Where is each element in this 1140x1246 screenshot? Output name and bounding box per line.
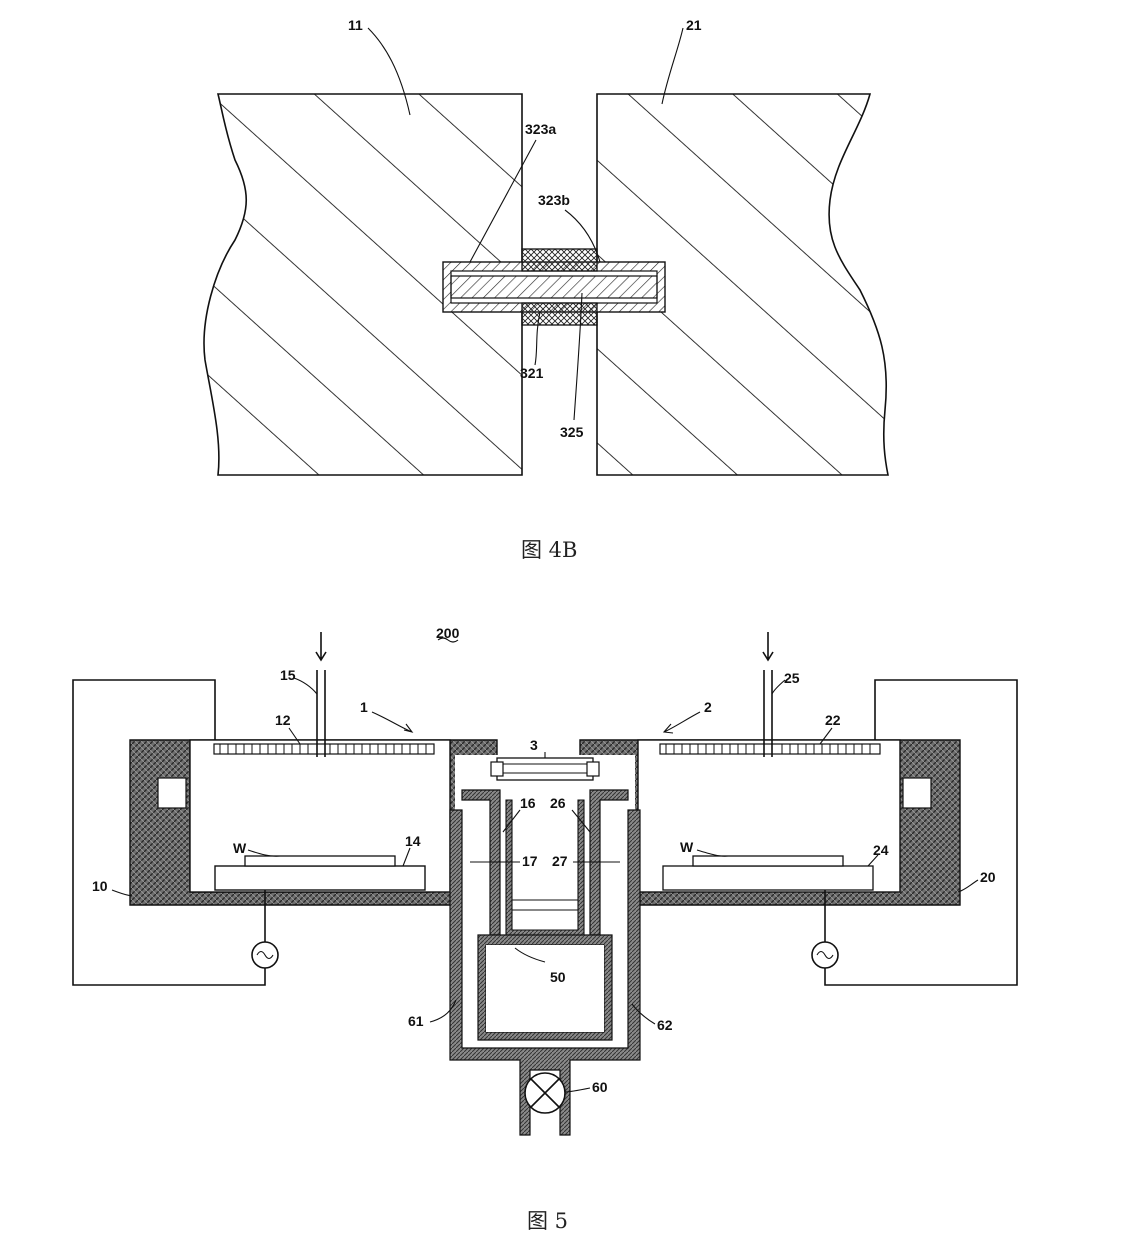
label-w2: W (680, 839, 694, 855)
gas-inlet-15 (316, 670, 326, 757)
stage-14 (214, 865, 426, 891)
label-10: 10 (92, 878, 108, 894)
rf-circuit-left (72, 679, 266, 986)
label-20: 20 (980, 869, 996, 885)
leader-w1 (247, 849, 281, 857)
leader-60 (564, 1087, 591, 1093)
label-22: 22 (825, 712, 841, 728)
leader-62 (631, 1003, 656, 1025)
showerhead-12 (213, 743, 435, 755)
leader-321 (534, 311, 541, 366)
chamber-1-window (157, 777, 187, 809)
arrow-2-icon (662, 711, 701, 734)
arrow-1-icon (371, 711, 414, 733)
label-3: 3 (530, 737, 538, 753)
gas-inlet-25-arrow (762, 632, 774, 662)
leader-325 (573, 292, 583, 421)
gas-inlet-15-arrow (315, 632, 327, 662)
leader-14 (402, 847, 411, 867)
label-11: 11 (348, 17, 363, 33)
label-2: 2 (704, 699, 712, 715)
label-26: 26 (550, 795, 566, 811)
leader-11 (367, 27, 411, 116)
label-16: 16 (520, 795, 536, 811)
caption-5: 图 5 (527, 1209, 568, 1233)
gas-inlet-25 (763, 670, 773, 757)
label-w1: W (233, 840, 247, 856)
block-11 (203, 93, 523, 476)
leader-20 (957, 879, 979, 893)
label-61: 61 (408, 1013, 424, 1029)
figure-5: 200 1 2 3 15 25 12 22 W W 14 24 10 20 16… (72, 625, 1018, 1233)
label-200: 200 (436, 625, 460, 641)
label-14: 14 (405, 833, 421, 849)
lower-sleeve-321 (521, 302, 598, 326)
valve-cross-icon (530, 1078, 560, 1108)
leader-21 (661, 27, 684, 105)
chamber-2-window (902, 777, 932, 809)
leader-24 (867, 854, 879, 867)
leader-16 (502, 809, 521, 833)
showerhead-22 (659, 743, 881, 755)
ac-wave-left-icon (256, 950, 274, 960)
block-21 (596, 93, 889, 476)
label-323a: 323a (525, 121, 556, 137)
leader-15 (293, 677, 318, 695)
leader-26 (571, 809, 591, 833)
label-17: 17 (522, 853, 538, 869)
leader-323a (469, 139, 537, 263)
leader-10 (111, 889, 133, 897)
tube-inner-band (512, 899, 578, 911)
coupling-assembly (442, 248, 666, 326)
label-323b: 323b (538, 192, 570, 208)
wafer-2 (692, 855, 844, 867)
upper-sleeve (521, 248, 598, 272)
leader-50 (514, 947, 546, 963)
leader-22 (819, 727, 833, 745)
rf-source-left-icon (251, 941, 279, 969)
label-325: 325 (560, 424, 584, 440)
squiggle-200 (437, 637, 459, 643)
leader-61 (429, 999, 457, 1023)
label-24: 24 (873, 842, 889, 858)
label-60: 60 (592, 1079, 608, 1095)
label-62: 62 (657, 1017, 673, 1033)
rf-source-right-icon (811, 941, 839, 969)
pin-325 (450, 275, 658, 299)
leader-323b (564, 209, 601, 263)
figure-4b: 11 21 323a 323b 321 325 图 4B (203, 17, 889, 562)
caption-4b: 图 4B (521, 538, 577, 562)
label-50: 50 (550, 969, 566, 985)
label-321: 321 (520, 365, 544, 381)
label-27: 27 (552, 853, 568, 869)
label-25: 25 (784, 670, 800, 686)
label-21: 21 (686, 17, 702, 33)
label-15: 15 (280, 667, 296, 683)
ac-wave-right-icon (816, 950, 834, 960)
leader-12 (288, 727, 301, 745)
leader-w2 (696, 849, 729, 857)
stage-24 (662, 865, 874, 891)
rf-circuit-right (824, 679, 1018, 986)
label-1: 1 (360, 699, 368, 715)
exhaust-manifold (449, 809, 641, 1136)
label-12: 12 (275, 712, 291, 728)
leader-25 (771, 679, 786, 695)
wafer-1 (244, 855, 396, 867)
connector-3 (496, 757, 594, 781)
